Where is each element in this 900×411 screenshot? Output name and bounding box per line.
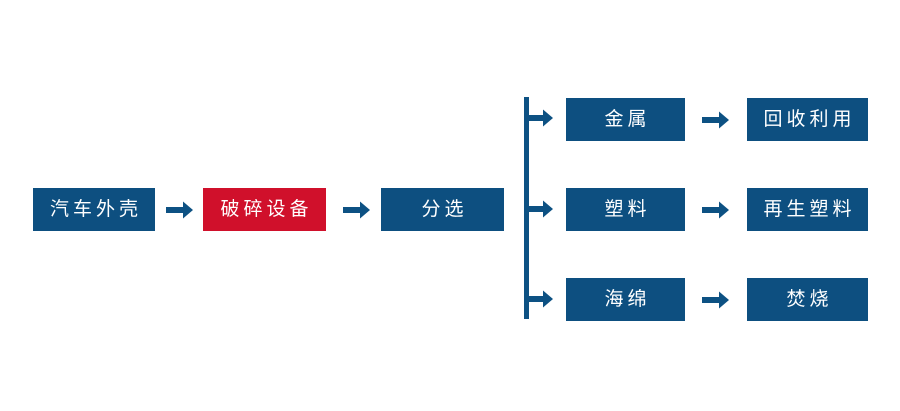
- branch-spine: [524, 97, 529, 319]
- node-recycled-plastic[interactable]: 再生塑料: [747, 188, 868, 231]
- node-label: 回收利用: [763, 109, 856, 130]
- branch-arrow-right-icon: [528, 107, 554, 129]
- node-label: 分选: [421, 199, 468, 220]
- node-metal[interactable]: 金属: [566, 98, 685, 141]
- node-label: 破碎设备: [220, 199, 313, 220]
- node-sponge[interactable]: 海绵: [566, 278, 685, 321]
- node-label: 海绵: [604, 289, 651, 310]
- node-label: 金属: [604, 109, 651, 130]
- arrow-right-icon: [343, 199, 371, 221]
- branch-arrow-right-icon: [528, 288, 554, 310]
- node-recycle-reuse[interactable]: 回收利用: [747, 98, 868, 141]
- node-label: 塑料: [604, 199, 651, 220]
- node-label: 焚烧: [786, 289, 833, 310]
- node-incineration[interactable]: 焚烧: [747, 278, 868, 321]
- node-plastic[interactable]: 塑料: [566, 188, 685, 231]
- arrow-right-icon: [702, 109, 730, 131]
- arrow-right-icon: [702, 289, 730, 311]
- arrow-right-icon: [702, 199, 730, 221]
- branch-arrow-right-icon: [528, 198, 554, 220]
- arrow-right-icon: [166, 199, 194, 221]
- node-label: 再生塑料: [763, 199, 856, 220]
- node-car-shell[interactable]: 汽车外壳: [33, 188, 155, 231]
- node-label: 汽车外壳: [49, 199, 142, 220]
- node-sorting[interactable]: 分选: [381, 188, 504, 231]
- node-shredder[interactable]: 破碎设备: [203, 188, 326, 231]
